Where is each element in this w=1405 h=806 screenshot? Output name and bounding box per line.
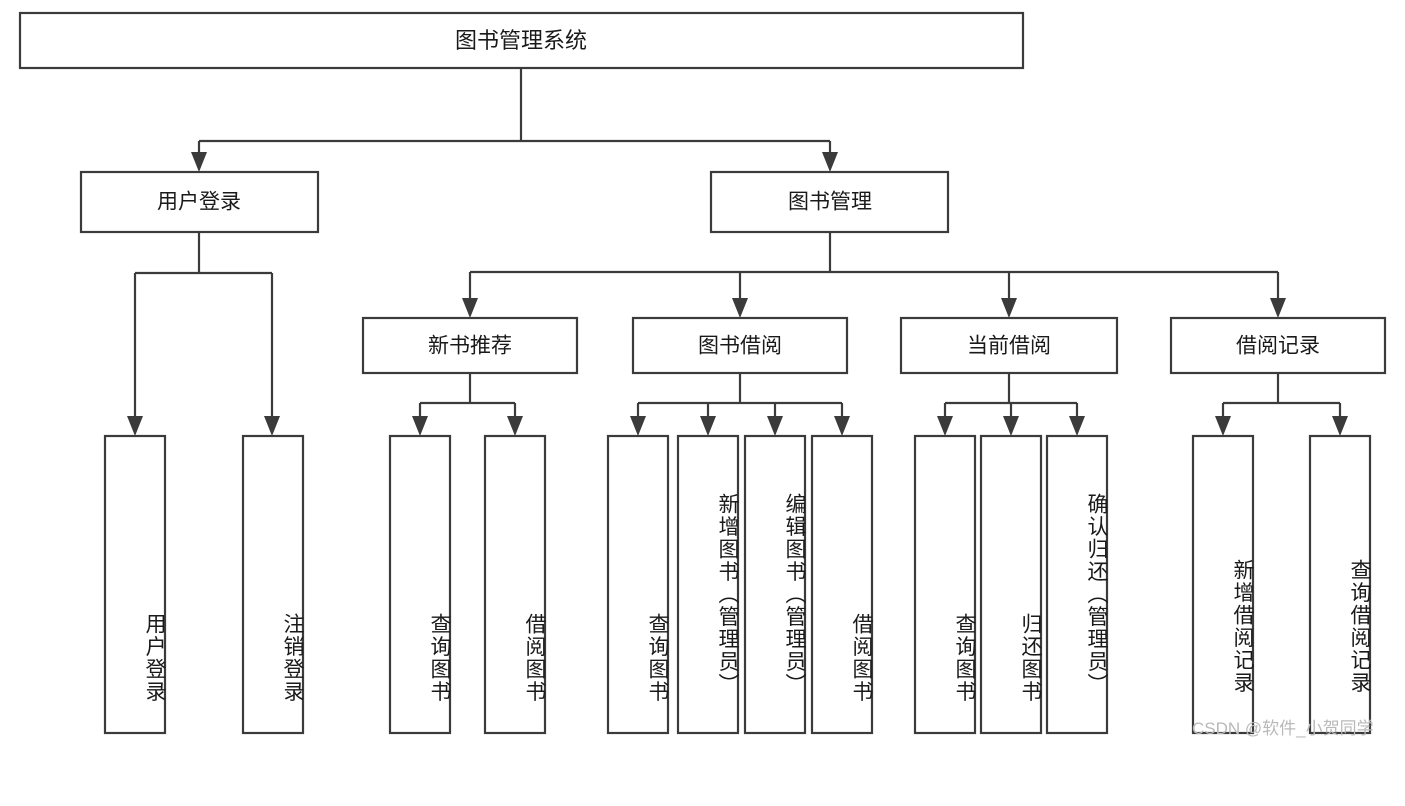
node-current-borrow[interactable]: 当前借阅 <box>899 316 1119 375</box>
node-current-borrow-box[interactable] <box>899 316 1119 375</box>
leaf-borrow-book-1-box[interactable] <box>483 434 547 735</box>
arrowhead-to-leaf-query-book-1 <box>412 416 428 436</box>
leaf-borrow-book-2-box[interactable] <box>810 434 874 735</box>
connector-currentborrow-bus <box>943 373 1079 424</box>
leaf-query-book-1-box[interactable] <box>388 434 452 735</box>
arrowhead-to-leaf-query-book-2 <box>630 416 646 436</box>
node-book-borrow-label: 图书借阅 <box>698 335 782 358</box>
leaf-return-book-box[interactable] <box>979 434 1043 735</box>
node-new-book-rec-box[interactable] <box>361 316 579 375</box>
leaf-logout-box[interactable] <box>241 434 305 735</box>
node-user-login-box[interactable] <box>79 170 320 234</box>
node-book-manage[interactable]: 图书管理 <box>709 170 950 234</box>
node-new-book-rec-label: 新书推荐 <box>428 335 512 358</box>
connector-layer <box>127 68 1348 436</box>
arrowhead-to-leaf-add-record <box>1215 416 1231 436</box>
node-book-borrow[interactable]: 图书借阅 <box>631 316 849 375</box>
leaf-edit-book-box[interactable] <box>743 434 807 735</box>
arrowhead-to-leaf-return-book <box>1003 416 1019 436</box>
node-user-login-label: 用户登录 <box>157 191 241 214</box>
node-root[interactable]: 图书管理系统 <box>18 11 1025 70</box>
leaf-confirm-return-box[interactable] <box>1045 434 1109 735</box>
connector-borrowrecord-bus <box>1221 373 1342 424</box>
arrowhead-to-leaf-add-book <box>700 416 716 436</box>
node-borrow-record-label: 借阅记录 <box>1236 335 1320 358</box>
arrowhead-to-leaf-logout <box>264 416 280 436</box>
node-root-label: 图书管理系统 <box>455 28 587 53</box>
arrowhead-to-leaf-borrow-book-1 <box>507 416 523 436</box>
connector-userlogin-bus <box>133 232 274 424</box>
leaf-add-book-box[interactable] <box>676 434 740 735</box>
connector-bookborrow-bus <box>636 373 844 424</box>
node-book-manage-box[interactable] <box>709 170 950 234</box>
arrowhead-to-leaf-edit-book <box>767 416 783 436</box>
leaf-query-book-3-box[interactable] <box>913 434 977 735</box>
connector-root-to-level2 <box>197 68 832 160</box>
leaf-query-record-box[interactable] <box>1308 434 1372 735</box>
node-borrow-record-box[interactable] <box>1169 316 1387 375</box>
connector-bookmanage-bus <box>468 232 1280 306</box>
arrowhead-to-leaf-query-record <box>1332 416 1348 436</box>
diagram-canvas: 图书管理系统 用户登录 图书管理 新书推荐 图书借阅 当前借阅 借阅记录 <box>18 11 1387 735</box>
arrowhead-to-book-borrow <box>732 298 748 318</box>
arrowhead-to-borrow-record <box>1270 298 1286 318</box>
arrowhead-to-leaf-query-book-3 <box>937 416 953 436</box>
arrowhead-to-user-login <box>191 152 207 172</box>
arrowhead-to-book-manage <box>822 152 838 172</box>
node-book-borrow-box[interactable] <box>631 316 849 375</box>
flowchart-diagram: 图书管理系统 用户登录 图书管理 新书推荐 图书借阅 当前借阅 借阅记录 <box>18 11 1387 738</box>
node-book-manage-label: 图书管理 <box>788 191 872 214</box>
leaf-user-login-box[interactable] <box>103 434 167 735</box>
node-borrow-record[interactable]: 借阅记录 <box>1169 316 1387 375</box>
node-new-book-rec[interactable]: 新书推荐 <box>361 316 579 375</box>
arrowhead-to-leaf-confirm-return <box>1069 416 1085 436</box>
node-current-borrow-label: 当前借阅 <box>967 335 1051 358</box>
node-user-login[interactable]: 用户登录 <box>79 170 320 234</box>
arrowhead-to-current-borrow <box>1001 298 1017 318</box>
leaf-add-record-box[interactable] <box>1191 434 1255 735</box>
arrowhead-to-leaf-borrow-book-2 <box>834 416 850 436</box>
leaf-query-book-2-box[interactable] <box>606 434 670 735</box>
leaf-layer <box>103 434 1372 735</box>
arrowhead-to-leaf-user-login <box>127 416 143 436</box>
node-root-box[interactable] <box>18 11 1025 70</box>
connector-newbookrec-bus <box>418 373 517 424</box>
csdn-watermark: CSDN @软件_小贺同学 <box>1192 719 1374 738</box>
arrowhead-to-new-book-rec <box>462 298 478 318</box>
